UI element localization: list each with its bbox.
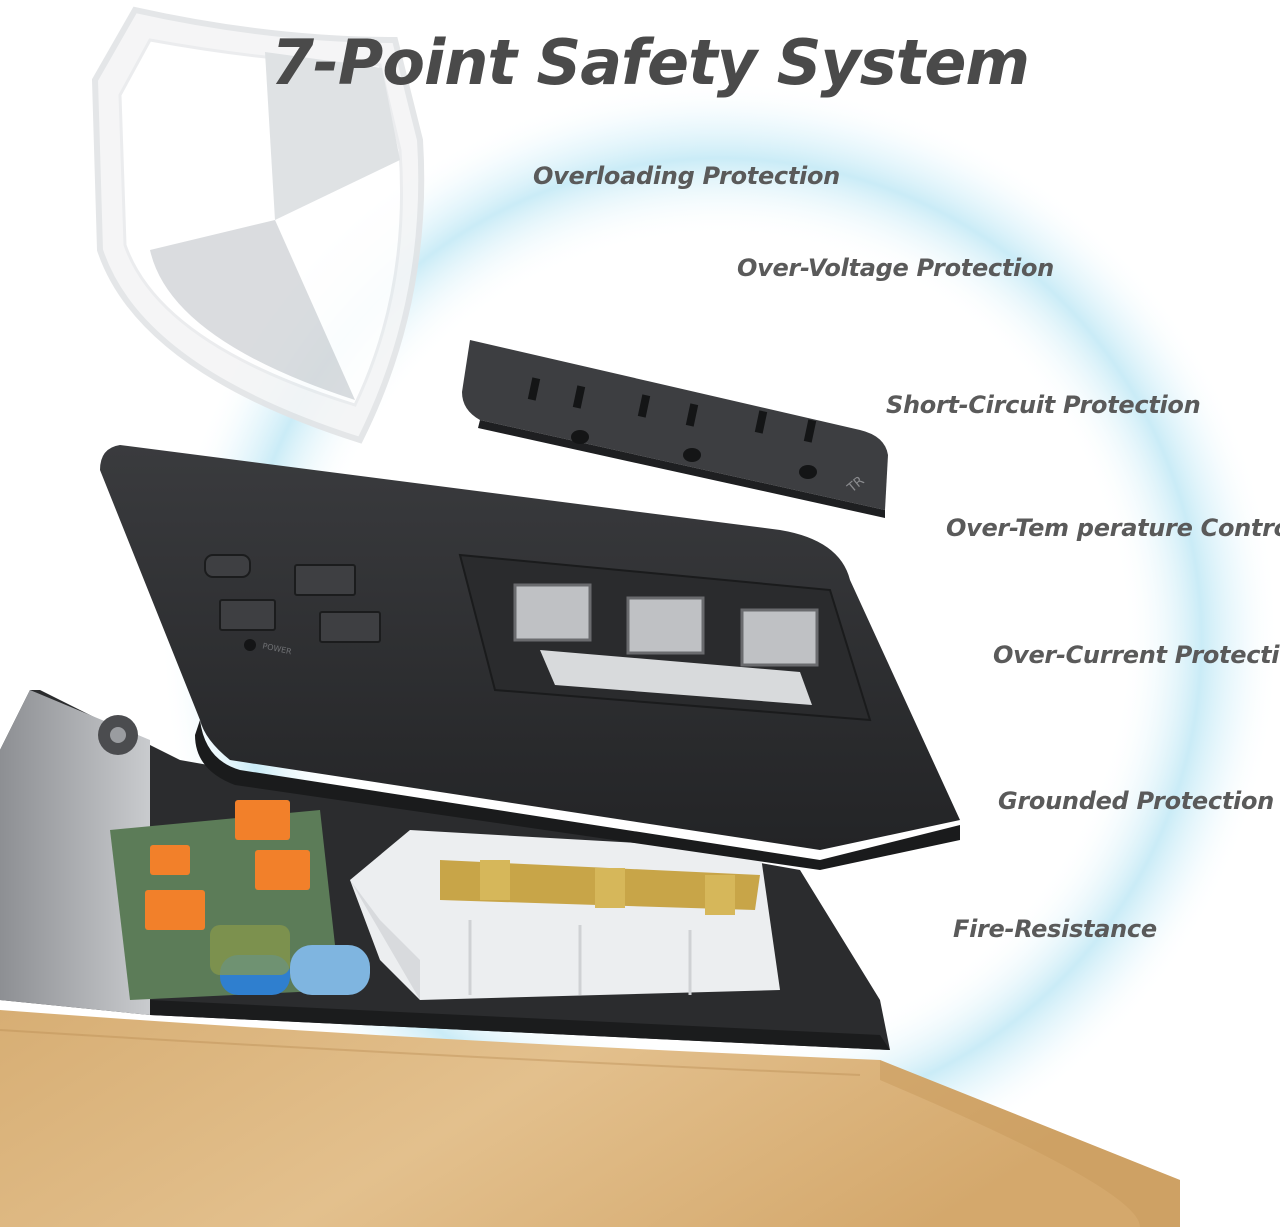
wood-table	[0, 1010, 1180, 1227]
feature-over-temperature: Over-Tem perature Control	[946, 514, 1280, 542]
usb-port-4	[145, 890, 205, 930]
outlet-cover-plate: TR	[462, 340, 888, 518]
feature-overloading: Overloading Protection	[533, 162, 840, 190]
usb-port-3	[255, 850, 310, 890]
feature-over-current: Over-Current Protection	[993, 641, 1280, 669]
circuit-board	[110, 800, 370, 1000]
usb-a-cutout-1	[294, 564, 356, 596]
usb-a-cutout-3	[319, 611, 381, 643]
outlet-opening-3	[740, 608, 819, 667]
usb-c-cutout	[204, 554, 251, 578]
top-panel	[100, 445, 960, 870]
feature-over-voltage: Over-Voltage Protection	[737, 254, 1054, 282]
socket-insert-block	[350, 830, 780, 1000]
feature-grounded: Grounded Protection	[998, 787, 1274, 815]
page-title: 7-Point Safety System	[271, 26, 1030, 99]
feature-short-circuit: Short-Circuit Protection	[886, 391, 1201, 419]
outlet-opening-1	[513, 583, 592, 642]
usb-port-2	[235, 800, 290, 840]
feature-fire-resistance: Fire-Resistance	[953, 915, 1157, 943]
outlet-opening-2	[626, 596, 705, 655]
usb-a-cutout-2	[219, 599, 276, 631]
usb-port-1	[150, 845, 190, 875]
shield-icon	[91, 6, 425, 444]
